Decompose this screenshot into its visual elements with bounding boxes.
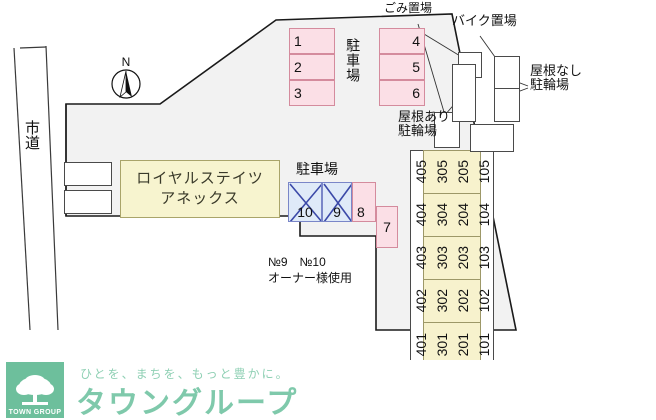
unit-row-numbers: 103 203 303 403 [413,246,492,269]
owner-usage-note-line1: №9 №10 [268,255,326,269]
annex-name-line1: ロイヤルステイツ [136,169,264,187]
unit-number: 301 [433,333,450,357]
svg-text:N: N [122,55,131,69]
unit-number: 103 [475,246,492,270]
parking-area-label-mid: 駐車場 [296,161,338,177]
unit-number: 302 [433,289,450,313]
parking-stall-8[interactable]: 8 [352,182,376,222]
parking-stall-9-owner[interactable]: 9 [322,182,352,222]
town-group-mark-text: TOWN GROUP [8,409,62,416]
parking-stall-4[interactable]: 4 [379,28,425,54]
parking-stall-6[interactable]: 6 [379,80,425,106]
unit-row-numbers: 102 202 302 402 [413,289,492,312]
unit-number: 205 [454,160,471,184]
parking-stall-7-label: 7 [383,219,391,235]
parking-column-4-6: 4 5 6 [379,28,425,106]
unit-row-numbers: 105 205 305 405 [413,160,492,183]
brand-name: タウングループ [76,387,299,420]
covered-bicycle-parking-label: 屋根あり 駐輪場 [398,109,451,139]
unit-number: 204 [454,203,471,227]
annex-name-line2: アネックス [160,190,240,207]
parking-stall-10-label: 10 [297,204,313,220]
parking-stall-1[interactable]: 1 [289,28,335,54]
unit-number: 403 [412,246,429,270]
parking-stall-6-label: 6 [412,85,420,101]
unit-number: 101 [475,333,492,357]
unit-number: 104 [475,203,492,227]
unit-number: 201 [454,333,471,357]
unit-number: 405 [412,160,429,184]
parking-area-label-top: 駐車場 [345,38,362,83]
uncovered-bicycle-parking-label: 屋根なし 駐輪場 [530,63,583,93]
annex-west-box-upper [64,162,112,186]
unit-row-numbers: 101 201 301 401 [413,333,492,356]
main-building-entrance-box [470,124,514,152]
building-main: 105 205 305 405 104 204 304 404 103 203 … [410,150,494,368]
unit-row-104-204-304-404[interactable]: 104 204 304 404 [413,193,492,237]
town-group-logo: TOWN GROUP [6,362,64,418]
parking-stall-9-label: 9 [333,204,341,220]
covered-bicycle-parking-line2: 駐輪場 [398,123,438,139]
footer-branding: TOWN GROUP ひとを、まちを、もっと豊かに。 タウングループ [0,360,656,420]
owner-usage-note-line2: オーナー様使用 [268,271,353,286]
parking-stall-5[interactable]: 5 [379,54,425,80]
unit-number: 404 [412,203,429,227]
unit-number: 401 [412,333,429,357]
parking-stall-5-label: 5 [412,59,420,75]
uncovered-bicycle-parking-line1: 屋根なし [530,63,583,78]
parking-stall-1-label: 1 [294,33,302,49]
parking-stall-2[interactable]: 2 [289,54,335,80]
owner-usage-note: №9 №10 オーナー様使用 [268,254,352,286]
unit-number: 105 [475,160,492,184]
unit-number: 305 [433,160,450,184]
bike-parking-label: バイク置場 [452,13,517,28]
unit-row-105-205-305-405[interactable]: 105 205 305 405 [413,150,492,194]
cross-out-icon [289,183,321,221]
garbage-area-label: ごみ置場 [384,1,433,15]
bike-parking-box-c [494,56,520,90]
unit-row-numbers: 104 204 304 404 [413,203,492,226]
parking-stall-8-label: 8 [357,204,365,220]
unit-number: 202 [454,289,471,313]
tree-icon [16,375,54,405]
unit-number: 402 [412,289,429,313]
bike-parking-box-d [494,88,520,122]
garbage-area-box [434,112,460,148]
parking-stall-3[interactable]: 3 [289,80,335,106]
parking-stall-4-label: 4 [412,33,420,49]
parking-stall-7[interactable]: 7 [376,206,398,248]
building-royal-states-annex: ロイヤルステイツ アネックス [120,160,280,218]
uncovered-bicycle-parking-line2: 駐輪場 [530,77,570,93]
unit-row-102-202-302-402[interactable]: 102 202 302 402 [413,279,492,323]
city-road-label: 市道 [23,120,40,150]
parking-stall-3-label: 3 [294,85,302,101]
parking-column-1-3: 1 2 3 [289,28,335,106]
covered-bicycle-parking-line1: 屋根あり [398,109,451,124]
unit-number: 102 [475,289,492,313]
annex-west-box-lower [64,190,112,214]
cross-out-icon [323,183,351,221]
bike-parking-box-b [452,64,476,122]
brand-tagline: ひとを、まちを、もっと豊かに。 [80,367,290,381]
unit-number: 304 [433,203,450,227]
parking-stall-2-label: 2 [294,59,302,75]
unit-row-103-203-303-403[interactable]: 103 203 303 403 [413,236,492,280]
parking-stall-10-owner[interactable]: 10 [288,182,322,222]
unit-number: 303 [433,246,450,270]
unit-number: 203 [454,246,471,270]
compass-north: N [104,54,148,109]
